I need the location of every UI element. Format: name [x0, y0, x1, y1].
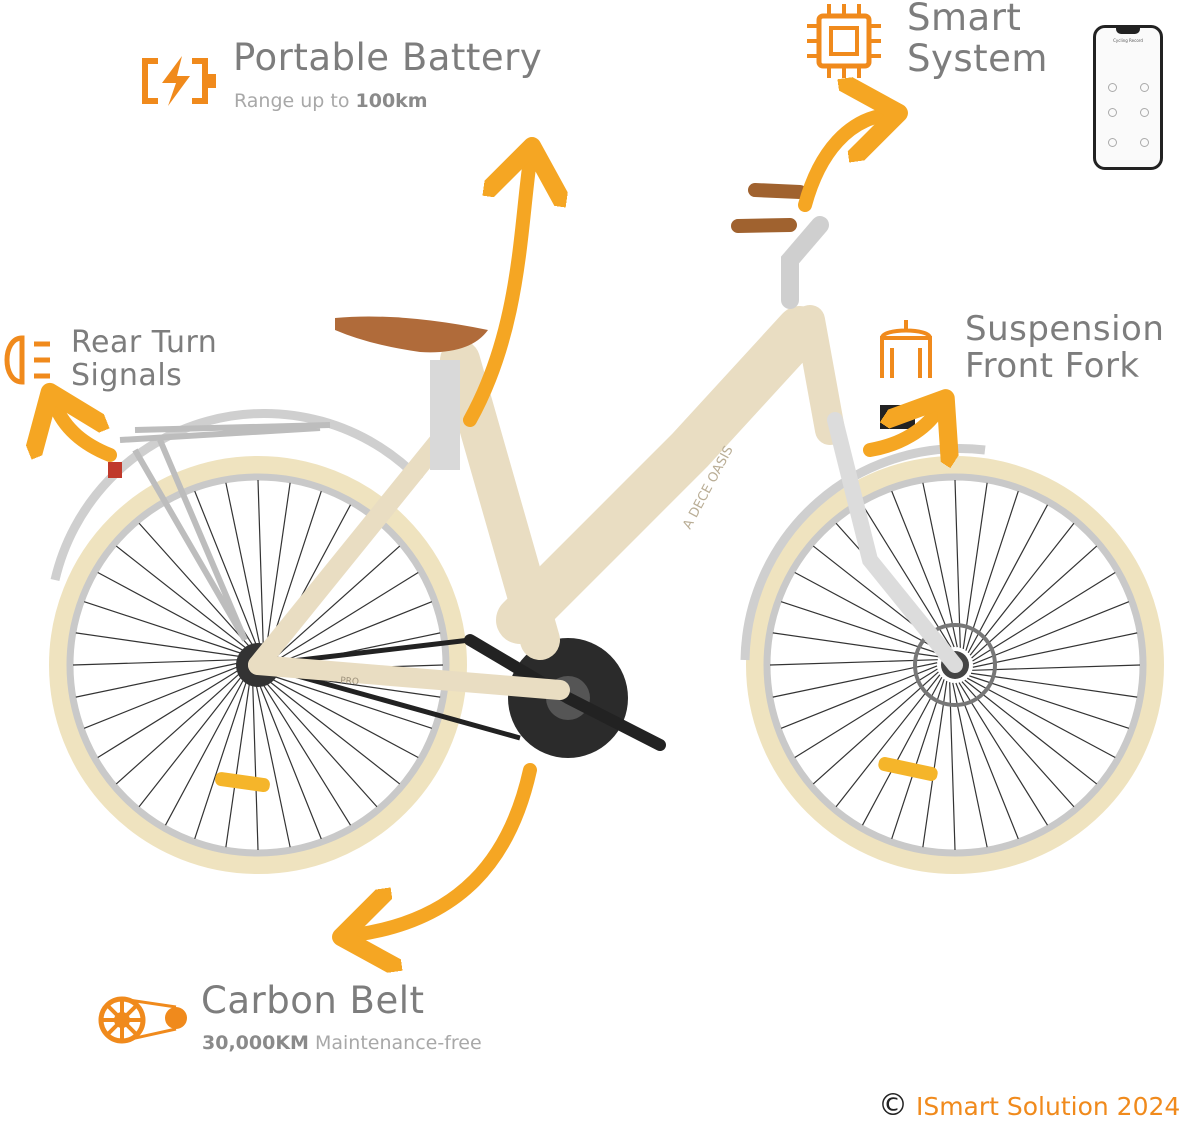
battery-title: Portable Battery	[233, 36, 543, 79]
fork-arrow	[863, 410, 938, 450]
spoke	[194, 490, 258, 648]
spoke	[272, 675, 433, 729]
spoke	[949, 682, 956, 851]
turn-signal-icon	[0, 334, 55, 390]
spoke	[257, 479, 264, 648]
spoke	[891, 679, 945, 840]
spoke	[971, 545, 1098, 659]
spoke	[969, 522, 1075, 656]
spoke	[194, 679, 248, 840]
spoke	[115, 545, 249, 651]
spoke	[258, 682, 322, 840]
spoke	[772, 662, 938, 698]
spoke	[922, 680, 948, 848]
spoke	[794, 571, 944, 653]
battery-arrow	[463, 160, 530, 427]
spoke	[812, 671, 939, 785]
spoke	[955, 682, 1019, 840]
spoke	[264, 681, 378, 808]
battery-subtitle: Range up to 100km	[234, 90, 428, 112]
spoke	[835, 674, 941, 808]
spoke	[115, 671, 242, 785]
spoke	[780, 665, 938, 729]
chip-icon	[805, 2, 883, 84]
spoke	[861, 504, 952, 648]
spoke	[72, 659, 241, 666]
spoke	[772, 632, 940, 658]
spoke	[970, 672, 1138, 698]
spoke	[225, 680, 251, 848]
spoke	[138, 522, 252, 649]
spoke	[275, 571, 419, 662]
copyright: © ISmart Solution 2024	[878, 1088, 1180, 1123]
spoke	[972, 632, 1138, 668]
spoke	[952, 682, 988, 848]
spoke	[261, 682, 352, 826]
spoke	[962, 482, 988, 650]
spoke	[964, 679, 1098, 785]
spoke	[97, 571, 247, 653]
spoke	[268, 490, 322, 651]
spoke	[274, 545, 401, 659]
spoke	[138, 674, 244, 808]
spoke	[275, 601, 433, 665]
rear-arrow	[55, 405, 117, 462]
belt-drive-icon	[98, 995, 190, 1049]
spoke	[794, 668, 938, 759]
spoke	[922, 482, 958, 648]
belt-arrow	[355, 763, 537, 935]
spoke	[961, 681, 1075, 808]
spoke	[769, 659, 938, 666]
spoke	[954, 479, 961, 648]
spoke	[780, 601, 941, 655]
spoke	[965, 490, 1019, 651]
chainstay-text: PRO	[340, 676, 360, 688]
spoke	[966, 677, 1116, 759]
copyright-text: ISmart Solution 2024	[915, 1092, 1181, 1121]
spoke	[972, 571, 1116, 662]
spoke	[255, 682, 291, 848]
spoke	[265, 482, 291, 650]
smart-arrow	[798, 115, 885, 212]
copyright-icon: ©	[878, 1088, 908, 1123]
spoke	[969, 675, 1130, 729]
spoke	[861, 676, 943, 826]
spoke	[269, 677, 419, 759]
belt-title: Carbon Belt	[201, 979, 425, 1022]
spoke	[75, 632, 243, 658]
spoke	[252, 682, 259, 851]
spoke	[83, 665, 241, 729]
spoke	[967, 504, 1049, 654]
spoke	[958, 682, 1049, 826]
spoke	[972, 664, 1141, 671]
spoke	[75, 662, 241, 698]
spoke	[267, 679, 401, 785]
phone-header: Cycling Record	[1113, 38, 1143, 43]
spoke	[891, 490, 955, 648]
spoke	[83, 601, 244, 655]
spoke	[972, 601, 1130, 665]
phone-app-screenshot: Cycling Record	[1093, 25, 1163, 170]
spoke	[164, 676, 246, 826]
fork-icon	[876, 318, 936, 384]
spoke	[97, 668, 241, 759]
spoke	[225, 482, 261, 648]
battery-bolt-icon	[140, 56, 220, 110]
belt-subtitle: 30,000KM Maintenance-free	[202, 1032, 482, 1054]
